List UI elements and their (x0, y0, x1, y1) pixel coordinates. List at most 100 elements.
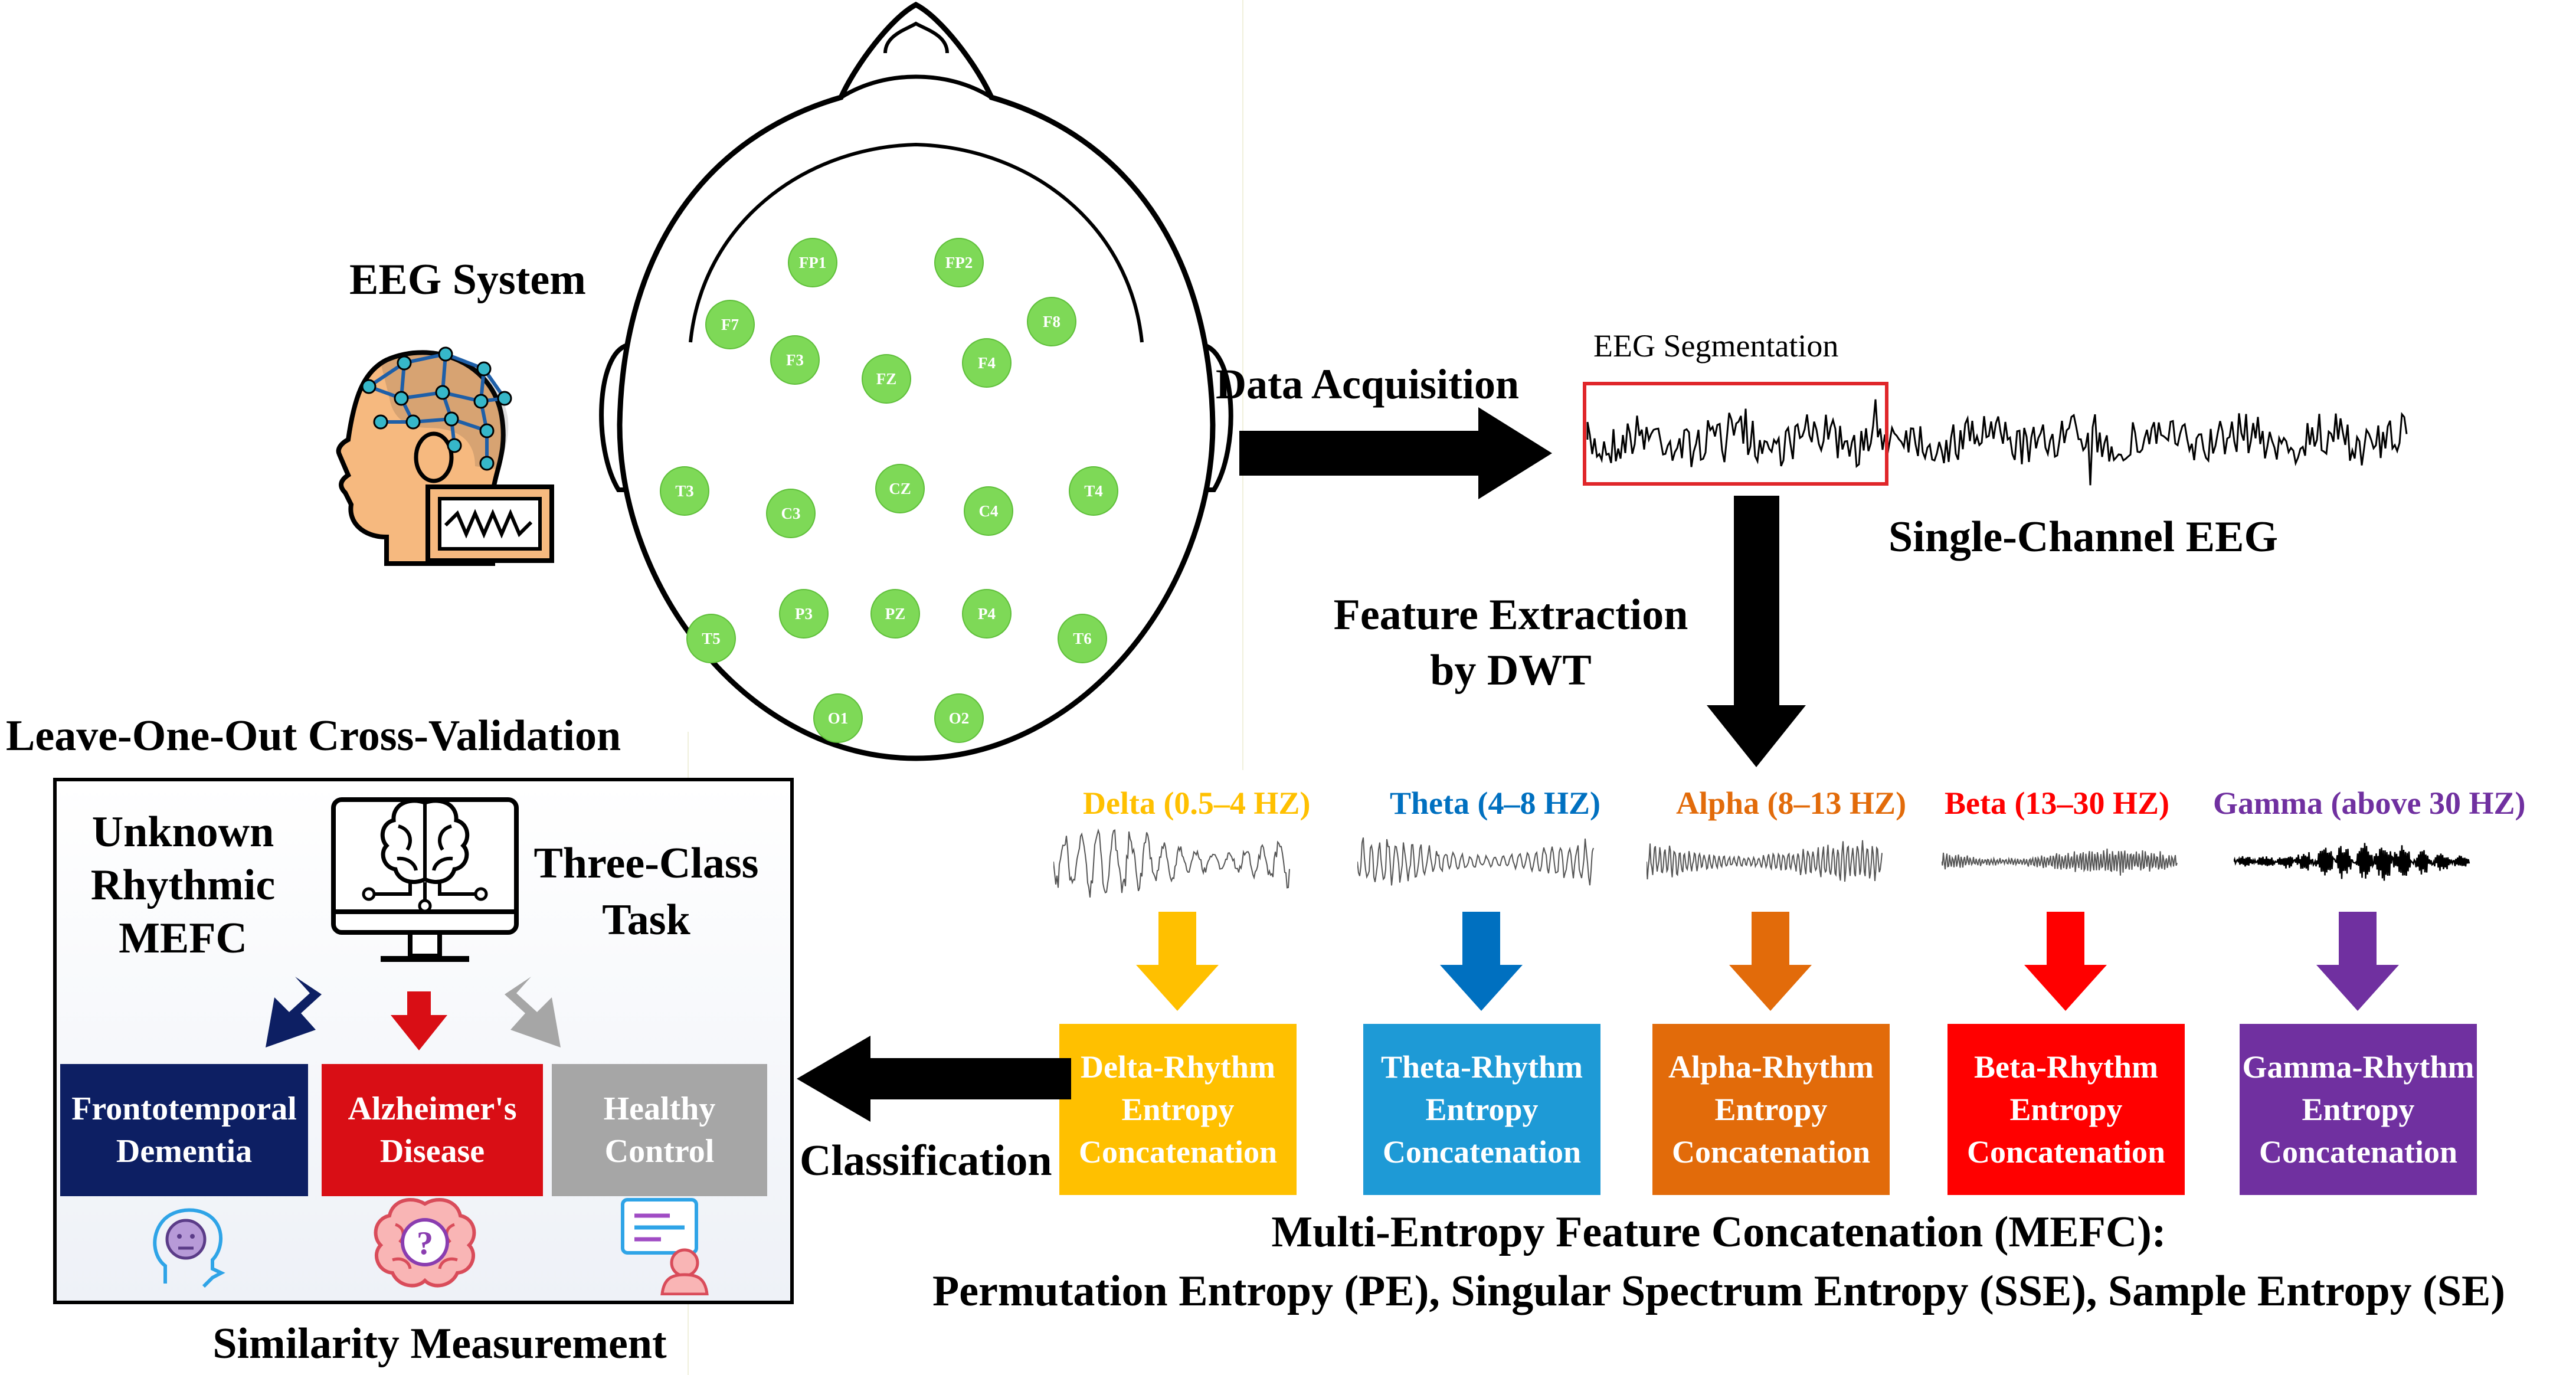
gamma-band-label: Gamma (above 30 HZ) (2213, 785, 2526, 821)
electrode-fz: FZ (862, 354, 911, 404)
arrow-to-ftd (266, 977, 322, 1047)
svg-text:?: ? (417, 1225, 433, 1262)
raw-eeg-signal (1583, 382, 2408, 486)
alpha-box-line1: Alpha-Rhythm (1668, 1049, 1874, 1085)
delta-band-label: Delta (0.5–4 HZ) (1083, 785, 1311, 821)
acquisition-arrow (1239, 407, 1552, 499)
loocv-label: Leave-One-Out Cross-Validation (6, 712, 621, 760)
theta-waveform (1357, 837, 1594, 886)
eeg-headset-icon (336, 346, 554, 566)
arrow-to-hc (505, 977, 561, 1047)
electrode-f3: F3 (770, 335, 820, 385)
single-channel-eeg-label: Single-Channel EEG (1888, 513, 2279, 561)
head-outline (617, 1, 1216, 761)
mefc-line1: Multi-Entropy Feature Concatenation (MEF… (1271, 1208, 2166, 1256)
electrode-fp1: FP1 (788, 238, 837, 287)
electrode-o2: O2 (934, 693, 984, 743)
class-hc-line1: Healthy (603, 1091, 716, 1127)
alpha-box-line3: Concatenation (1671, 1134, 1870, 1170)
beta-box-line1: Beta-Rhythm (1974, 1049, 2158, 1085)
electrode-f8: F8 (1027, 297, 1076, 346)
class-ftd-line2: Dementia (116, 1133, 253, 1170)
gamma-box-line2: Entropy (2302, 1092, 2415, 1127)
electrode-f7: F7 (705, 300, 755, 349)
theta-box-line3: Concatenation (1382, 1134, 1581, 1170)
class-ad-line1: Alzheimer's (348, 1091, 517, 1127)
eeg-system-label: EEG System (349, 256, 586, 304)
feature-extraction-line2: by DWT (1430, 646, 1592, 695)
delta-box-line3: Concatenation (1079, 1134, 1277, 1170)
task-line2: Task (602, 896, 690, 944)
gamma-waveform (2234, 843, 2470, 881)
similarity-label: Similarity Measurement (212, 1320, 667, 1368)
theta-box-line1: Theta-Rhythm (1380, 1049, 1583, 1085)
brain-computer-icon (331, 797, 519, 962)
electrode-t3: T3 (660, 466, 709, 516)
class-ftd-line1: Frontotemporal (71, 1091, 297, 1127)
classification-arrow (797, 1036, 1071, 1122)
beta-box-line2: Entropy (2009, 1092, 2123, 1127)
arrow-to-ad (391, 991, 447, 1050)
theta-band-label: Theta (4–8 HZ) (1390, 785, 1600, 821)
delta-waveform (1053, 828, 1290, 898)
delta-box-line2: Entropy (1121, 1092, 1235, 1127)
feature-extraction-label: Feature Extraction by DWT (1304, 587, 1717, 698)
delta-box-line1: Delta-Rhythm (1081, 1049, 1275, 1085)
separator-line (1242, 0, 1243, 770)
class-hc-line2: Control (604, 1133, 715, 1170)
class-box-ad: Alzheimer's Disease (322, 1064, 543, 1196)
alpha-waveform (1647, 840, 1883, 882)
beta-down-arrow (2024, 912, 2107, 1011)
electrode-t4: T4 (1069, 466, 1118, 516)
electrode-c3: C3 (766, 489, 816, 538)
mefc-line2: Permutation Entropy (PE), Singular Spect… (932, 1267, 2505, 1315)
delta-down-arrow (1136, 912, 1219, 1011)
extraction-arrow (1707, 496, 1806, 767)
class-ad-line2: Disease (379, 1133, 485, 1170)
gamma-box-line3: Concatenation (2258, 1134, 2457, 1170)
electrode-o1: O1 (813, 693, 863, 743)
beta-box-line3: Concatenation (1967, 1134, 2165, 1170)
three-class-task-label: Three-Class Task (513, 835, 779, 948)
electrode-c4: C4 (964, 486, 1013, 536)
class-box-hc: Healthy Control (552, 1064, 767, 1196)
class-arrows (266, 977, 561, 1050)
unknown-line3: MEFC (119, 914, 247, 963)
left-ear (599, 343, 631, 492)
ad-brain-icon: ? (374, 1197, 476, 1288)
classification-label: Classification (800, 1137, 1052, 1185)
electrode-t5: T5 (686, 614, 736, 663)
electrode-p4: P4 (962, 589, 1012, 639)
ftd-head-icon (153, 1208, 225, 1288)
electrode-fp2: FP2 (934, 238, 984, 287)
unknown-line1: Unknown (91, 808, 274, 856)
electrode-f4: F4 (962, 338, 1012, 388)
mefc-caption: Multi-Entropy Feature Concatenation (MEF… (862, 1203, 2576, 1321)
theta-box-line2: Entropy (1425, 1092, 1539, 1127)
data-acquisition-label: Data Acquisition (1216, 361, 1520, 408)
alpha-box-line2: Entropy (1714, 1092, 1828, 1127)
electrode-cz: CZ (875, 464, 925, 513)
gamma-down-arrow (2316, 912, 2399, 1011)
scalp-line (840, 74, 993, 99)
beta-waveform (1942, 848, 2178, 876)
theta-down-arrow (1440, 912, 1523, 1011)
head-diagram (599, 1, 1233, 761)
electrode-pz: PZ (870, 589, 920, 639)
class-box-ftd: Frontotemporal Dementia (60, 1064, 308, 1196)
scalp-inner (689, 142, 1144, 343)
hc-person-icon (621, 1198, 709, 1295)
electrode-t6: T6 (1058, 614, 1107, 663)
right-ear (1201, 343, 1233, 492)
eeg-segmentation-label: EEG Segmentation (1593, 328, 1839, 364)
segmentation-window (1583, 382, 1888, 486)
beta-band-label: Beta (13–30 HZ) (1945, 785, 2169, 821)
electrode-p3: P3 (779, 589, 829, 639)
unknown-line2: Rhythmic (90, 861, 276, 909)
alpha-band-label: Alpha (8–13 HZ) (1676, 785, 1907, 821)
